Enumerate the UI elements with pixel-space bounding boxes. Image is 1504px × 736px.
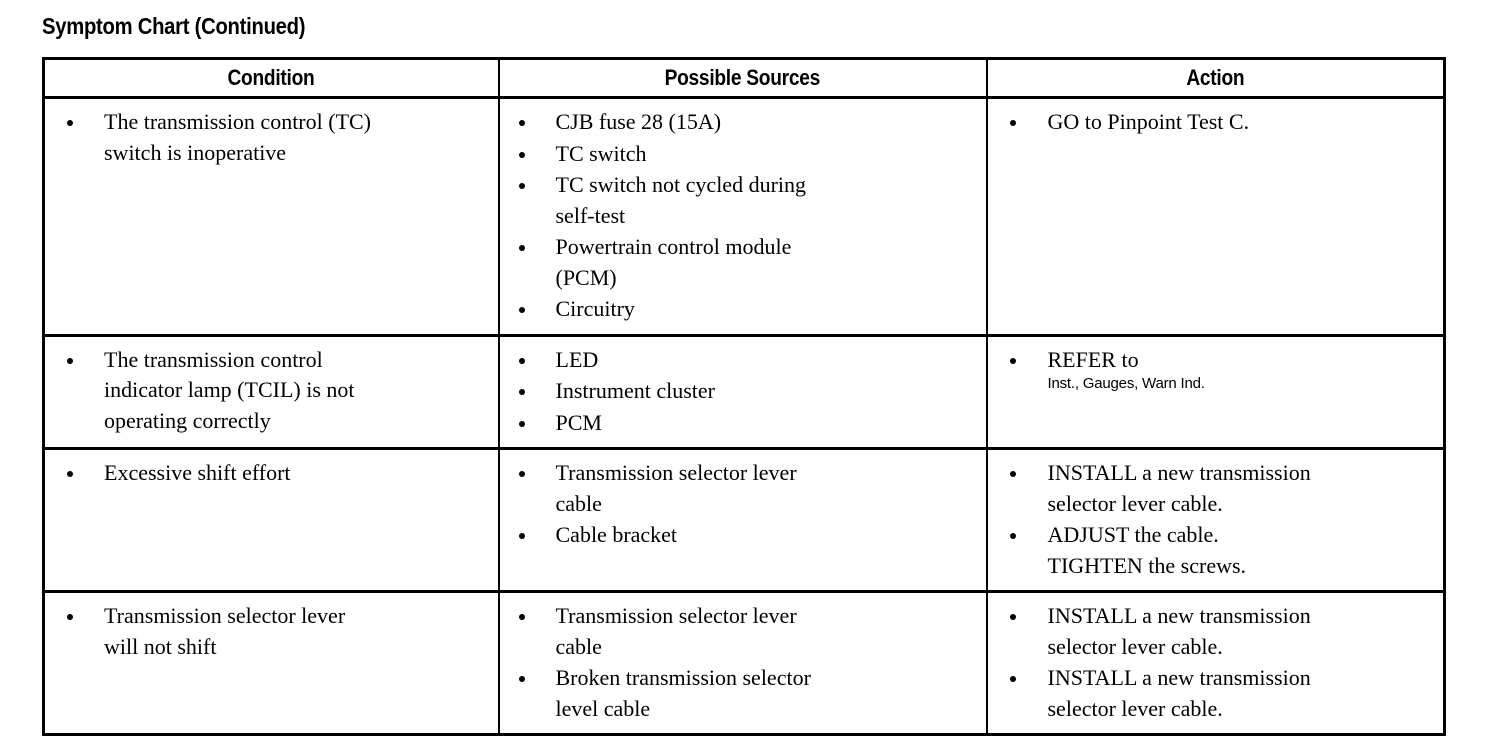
list-item: INSTALL a new transmission selector leve… xyxy=(990,458,1438,519)
list-item: Powertrain control module (PCM) xyxy=(502,232,980,293)
list-item: ADJUST the cable. TIGHTEN the screws. xyxy=(990,520,1438,581)
list-item-text: Excessive shift effort xyxy=(104,460,291,485)
list-item: TC switch not cycled during self-test xyxy=(502,170,980,231)
action-list: INSTALL a new transmission selector leve… xyxy=(990,601,1438,724)
list-item: INSTALL a new transmission selector leve… xyxy=(990,663,1438,724)
cell-possible-sources: CJB fuse 28 (15A) TC switch TC switch no… xyxy=(497,97,988,337)
action-reference-note: Inst., Gauges, Warn Ind. xyxy=(1047,375,1205,392)
page-title: Symptom Chart (Continued) xyxy=(42,13,306,39)
list-item-text: Powertrain control module (PCM) xyxy=(555,234,792,290)
list-item-text: Instrument cluster xyxy=(555,378,715,403)
list-item: TC switch xyxy=(502,139,980,170)
list-item: LED xyxy=(502,345,980,376)
list-item: The transmission control (TC) switch is … xyxy=(47,107,492,168)
list-item: Instrument cluster xyxy=(502,376,980,407)
table-row: The transmission control indicator lamp … xyxy=(42,333,1446,450)
action-list: GO to Pinpoint Test C. xyxy=(990,107,1438,138)
list-item-text: Transmission selector lever cable xyxy=(555,460,797,516)
list-item-text: Cable bracket xyxy=(555,522,678,547)
condition-list: Excessive shift effort xyxy=(47,458,492,489)
table-row: Transmission selector lever will not shi… xyxy=(42,590,1446,736)
column-header-condition-label: Condition xyxy=(227,65,315,90)
list-item: Transmission selector lever cable xyxy=(502,601,980,662)
sources-list: LED Instrument cluster PCM xyxy=(502,345,980,439)
cell-action: INSTALL a new transmission selector leve… xyxy=(985,590,1446,736)
header-row: Condition Possible Sources Action xyxy=(42,57,1446,99)
list-item: Broken transmission selector level cable xyxy=(502,663,980,724)
cell-possible-sources: LED Instrument cluster PCM xyxy=(497,333,988,450)
cell-possible-sources: Transmission selector lever cable Broken… xyxy=(497,590,988,736)
list-item-text: LED xyxy=(555,346,599,372)
cell-action: REFER to Inst., Gauges, Warn Ind. xyxy=(985,333,1446,450)
list-item-text: CJB fuse 28 (15A) xyxy=(555,109,722,134)
list-item-text: GO to Pinpoint Test C. xyxy=(1047,109,1250,134)
list-item: Cable bracket xyxy=(502,520,980,551)
cell-condition: The transmission control (TC) switch is … xyxy=(42,97,500,337)
list-item-text: INSTALL a new transmission selector leve… xyxy=(1047,665,1311,721)
condition-list: The transmission control indicator lamp … xyxy=(47,345,492,437)
list-item: GO to Pinpoint Test C. xyxy=(990,107,1438,138)
list-item: Transmission selector lever cable xyxy=(502,458,980,519)
column-header-possible-sources-label: Possible Sources xyxy=(664,65,821,90)
sources-list: Transmission selector lever cable Broken… xyxy=(502,601,980,724)
column-header-action-label: Action xyxy=(1186,65,1245,90)
cell-condition: Excessive shift effort xyxy=(42,447,500,593)
action-list: INSTALL a new transmission selector leve… xyxy=(990,458,1438,581)
list-item-text: Broken transmission selector level cable xyxy=(555,665,811,721)
list-item: Transmission selector lever will not shi… xyxy=(47,601,492,662)
action-list: REFER to Inst., Gauges, Warn Ind. xyxy=(990,345,1438,396)
cell-action: INSTALL a new transmission selector leve… xyxy=(985,447,1446,593)
list-item-text: ADJUST the cable. TIGHTEN the screws. xyxy=(1047,522,1247,578)
list-item-text: REFER to xyxy=(1047,346,1139,372)
sources-list: CJB fuse 28 (15A) TC switch TC switch no… xyxy=(502,107,980,325)
table-body: The transmission control (TC) switch is … xyxy=(42,97,1446,736)
column-header-possible-sources: Possible Sources xyxy=(497,57,988,99)
table-row: Excessive shift effort Transmission sele… xyxy=(42,447,1446,593)
list-item: Excessive shift effort xyxy=(47,458,492,489)
list-item: The transmission control indicator lamp … xyxy=(47,345,492,437)
column-header-condition: Condition xyxy=(42,57,500,99)
list-item-text: Circuitry xyxy=(555,296,635,321)
list-item: PCM xyxy=(502,408,980,439)
list-item-text: Transmission selector lever cable xyxy=(555,603,797,659)
list-item-text: TC switch xyxy=(555,140,647,166)
condition-list: Transmission selector lever will not shi… xyxy=(47,601,492,662)
table-header: Condition Possible Sources Action xyxy=(42,57,1446,99)
list-item-text: Transmission selector lever will not shi… xyxy=(104,603,346,659)
list-item: INSTALL a new transmission selector leve… xyxy=(990,601,1438,662)
list-item-text: INSTALL a new transmission selector leve… xyxy=(1047,603,1311,659)
list-item: CJB fuse 28 (15A) xyxy=(502,107,980,138)
column-header-action: Action xyxy=(985,57,1446,99)
list-item: Circuitry xyxy=(502,294,980,325)
list-item-text: The transmission control (TC) switch is … xyxy=(104,109,372,165)
sources-list: Transmission selector lever cable Cable … xyxy=(502,458,980,551)
cell-condition: The transmission control indicator lamp … xyxy=(42,333,500,450)
list-item-text: PCM xyxy=(555,409,602,435)
cell-action: GO to Pinpoint Test C. xyxy=(985,97,1446,337)
table-row: The transmission control (TC) switch is … xyxy=(42,97,1446,337)
condition-list: The transmission control (TC) switch is … xyxy=(47,107,492,168)
symptom-chart-table: Condition Possible Sources Action The tr… xyxy=(42,57,1446,736)
list-item: REFER to Inst., Gauges, Warn Ind. xyxy=(990,345,1438,396)
list-item-text: INSTALL a new transmission selector leve… xyxy=(1047,460,1311,516)
list-item-text: The transmission control indicator lamp … xyxy=(104,346,355,433)
list-item-text: TC switch not cycled during self-test xyxy=(555,172,807,228)
cell-condition: Transmission selector lever will not shi… xyxy=(42,590,500,736)
cell-possible-sources: Transmission selector lever cable Cable … xyxy=(497,447,988,593)
